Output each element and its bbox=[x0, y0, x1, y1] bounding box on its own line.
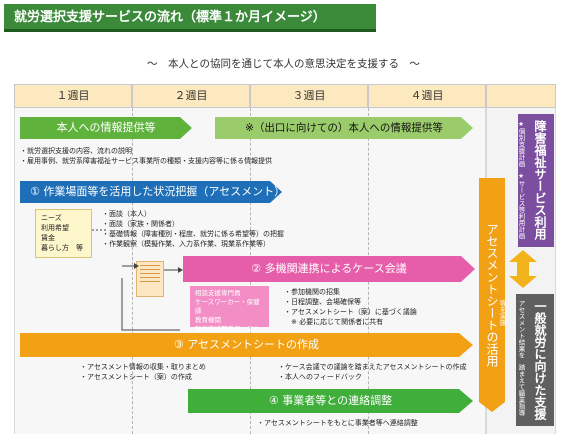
needs-item: 暮らし方 等 bbox=[41, 244, 83, 252]
week-2-header: ２週目 bbox=[132, 84, 250, 108]
needs-item: ニーズ bbox=[41, 214, 62, 222]
outcome-header bbox=[486, 84, 556, 108]
page-title: 就労選択支援サービスの流れ（標準１か月イメージ） bbox=[4, 4, 376, 32]
step4-coordination-arrow: ④ 事業者等との連絡調整 bbox=[188, 389, 473, 413]
step3-bullet: ・本人へのフィードバック bbox=[278, 373, 362, 381]
needs-box: ニーズ 利用希望 賃金 暮らし方 等 bbox=[35, 209, 92, 258]
week-4-header: ４週目 bbox=[368, 84, 486, 108]
step3-bullets-right: ・ケース会議での議論を踏まえたアセスメントシートの作成 ・本人へのフィードバック bbox=[278, 362, 467, 382]
step4-bullets: ・アセスメントシートをもとに事業者等へ連絡調整 bbox=[257, 418, 418, 428]
step1-bullet: ・基礎情報（障害種別・程度、就労に係る希望等）の把握 bbox=[102, 230, 284, 238]
agency-item: 相談支援専門員 bbox=[195, 289, 241, 297]
bidirectional-arrow-icon bbox=[509, 250, 537, 288]
info-provision-arrow: 本人への情報提供等 bbox=[20, 117, 192, 139]
agency-item: 教育機関 bbox=[195, 316, 221, 324]
step3-assessment-sheet-arrow: ③ アセスメントシートの作成 bbox=[20, 333, 473, 357]
week-3-header: ３週目 bbox=[250, 84, 368, 108]
step2-bullet: ・アセスメントシート（案）に基づく議論 bbox=[284, 308, 417, 316]
week-1-header: １週目 bbox=[14, 84, 132, 108]
welfare-service-title: 障害福祉サービス利用 bbox=[533, 120, 547, 240]
step2-case-meeting-arrow: ② 多機関連携によるケース会議 bbox=[183, 256, 475, 282]
info-bullet: ・雇用事例、就労系障害福祉サービス事業所の種類・支援内容等に係る情報提供 bbox=[20, 157, 272, 165]
info-bullets: ・就労選択支援の内容、流れの説明 ・雇用事例、就労系障害福祉サービス事業所の種類… bbox=[20, 146, 272, 166]
employment-support-item: アセスメント結果を bbox=[517, 300, 525, 359]
welfare-service-item: ★個別支援計画 bbox=[517, 120, 525, 167]
step1-bullet: ・面談（本人） bbox=[102, 210, 151, 218]
welfare-service-box: 障害福祉サービス利用 ★個別支援計画 ★サービス等利用計画 bbox=[517, 114, 554, 247]
document-icon bbox=[136, 261, 164, 297]
step2-bullet: ・日程調整、会場確保等 bbox=[284, 298, 361, 306]
assessment-sheet-use-arrow: アセスメントシートの活用 bbox=[479, 178, 505, 412]
needs-item: 利用希望 bbox=[41, 224, 69, 232]
step2-bullet: ・参加機関の招集 bbox=[284, 288, 340, 296]
agency-item: 就労支援関係者 ほか bbox=[195, 325, 260, 333]
step3-bullet: ・ケース会議での議論を踏まえたアセスメントシートの作成 bbox=[278, 363, 467, 371]
step3-bullet: ・アセスメント情報の収集・取りまとめ bbox=[80, 363, 206, 371]
step3-bullets-left: ・アセスメント情報の収集・取りまとめ ・アセスメントシート（案）の作成 bbox=[80, 362, 206, 382]
week-divider bbox=[132, 108, 133, 434]
step3-bullet: ・アセスメントシート（案）の作成 bbox=[80, 373, 192, 381]
agencies-box: 相談支援専門員 ケースワーカー・保健師 教育機関 就労支援関係者 ほか bbox=[190, 286, 269, 333]
step1-bullet: ・面談（家族・関係者） bbox=[102, 220, 179, 228]
step1-bullets: ・面談（本人） ・面談（家族・関係者） ・基礎情報（障害種別・程度、就労に係る希… bbox=[102, 209, 284, 249]
step4-bullet: ・アセスメントシートをもとに事業者等へ連絡調整 bbox=[257, 419, 418, 427]
step1-bullet: ・作業観察（模擬作業、入力系作業、現業系作業等） bbox=[102, 240, 270, 248]
exit-info-provision-arrow: ※（出口に向けての）本人への情報提供等 bbox=[215, 117, 473, 139]
needs-item: 賃金 bbox=[41, 234, 55, 242]
agency-item: ケースワーカー・保健師 bbox=[195, 298, 260, 315]
welfare-service-item: ★サービス等利用計画 bbox=[517, 172, 525, 239]
employment-support-title: 一般就労に向けた支援 bbox=[533, 300, 547, 420]
info-bullet: ・就労選択支援の内容、流れの説明 bbox=[20, 147, 132, 155]
flow-connector-lines bbox=[121, 263, 183, 331]
step2-bullet: ※ 必要に応じて関係者に共有 bbox=[284, 318, 384, 326]
step1-assessment-arrow: ① 作業場面等を活用した状況把握（アセスメント） bbox=[20, 181, 282, 203]
employment-support-item: 踏まえて職業指導等を実施 bbox=[498, 300, 525, 416]
subtitle: ～ 本人との協同を通じて本人の意思決定を支援する ～ bbox=[147, 58, 420, 70]
step2-bullets: ・参加機関の招集 ・日程調整、会場確保等 ・アセスメントシート（案）に基づく議論… bbox=[284, 287, 417, 327]
employment-support-box: 一般就労に向けた支援 アセスメント結果を 踏まえて職業指導等を実施 bbox=[498, 294, 554, 426]
